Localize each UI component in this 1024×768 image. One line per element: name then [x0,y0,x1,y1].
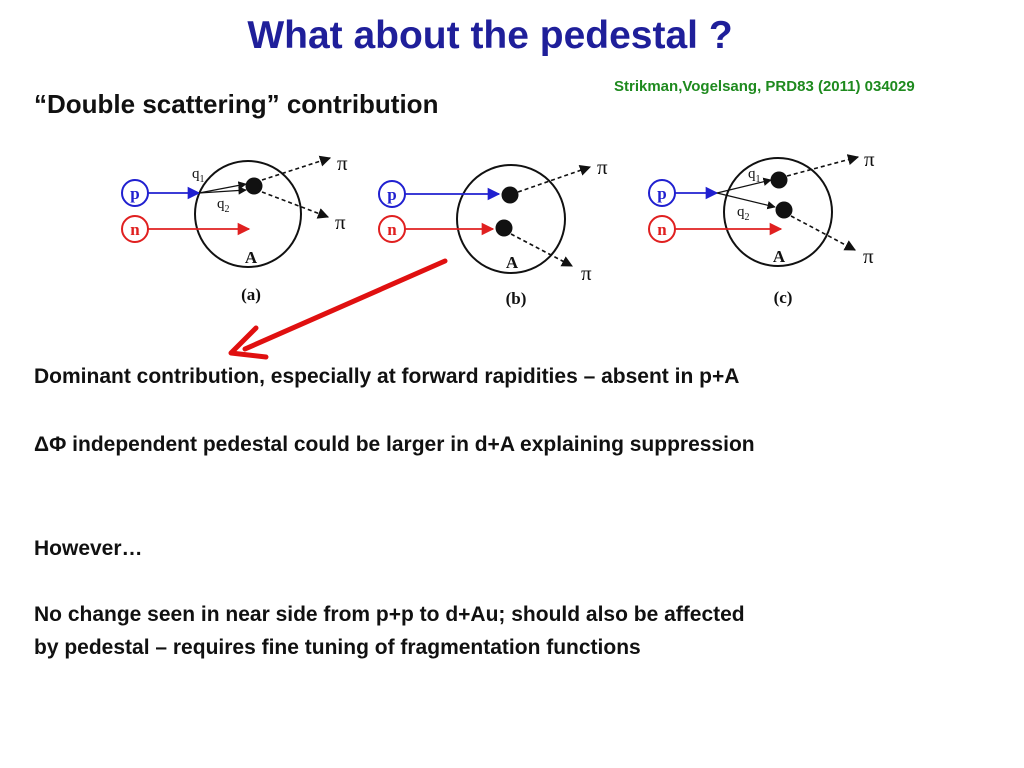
pion-label-down: π [581,261,592,285]
pion-line-down [261,191,330,219]
pointer-arrow-shaft [242,258,448,352]
nucleus-circle [723,157,833,267]
pion-label-up: π [337,151,348,175]
q1-sub: 1 [200,174,205,185]
gluon-q2-line [198,186,247,195]
panel-b: p n π π A (b) [378,155,608,308]
proton-label: p [130,184,139,203]
scattering-center-lower [775,201,793,219]
q2-sub: 2 [745,212,750,223]
slide-title: What about the pedestal ? [247,14,733,57]
gluon-q1-line [716,177,772,194]
body-text-fragmentation: by pedestal – requires fine tuning of fr… [34,636,641,659]
q1-label: q1 [192,166,205,185]
scattering-center-lower [495,219,513,237]
pointer-arrow-head [228,325,269,360]
q1-sub: 1 [756,174,761,185]
pointer-arrow [228,258,448,360]
q2-base: q [217,196,225,212]
pion-line-down [790,215,856,251]
q2-base: q [737,204,745,220]
body-text-pedestal-suppression: ΔΦ independent pedestal could be larger … [34,433,755,456]
nucleus-circle [194,160,302,268]
q2-label: q2 [737,204,750,223]
pion-label-down: π [863,244,874,268]
pion-line-up [261,155,332,181]
neutron-label: n [657,220,667,239]
proton-label: p [387,185,396,204]
pion-line-up [517,165,592,193]
nucleus-label: A [773,247,786,266]
scattering-center-upper [501,186,519,204]
body-text-however: However… [34,537,143,560]
gluon-q1-line [198,181,247,194]
nucleus-label: A [506,253,519,272]
reference-citation: Strikman,Vogelsang, PRD83 (2011) 034029 [614,78,915,95]
panel-caption: (b) [506,289,527,308]
neutron-label: n [130,220,140,239]
q2-label: q2 [217,196,230,215]
panel-a: p n q1 q2 π π A (a) [121,151,348,304]
pion-label-up: π [864,147,875,171]
panel-caption: (c) [774,288,793,307]
nucleus-label: A [245,248,258,267]
panel-caption: (a) [241,285,261,304]
q1-base: q [192,166,200,182]
scattering-center-upper [770,171,788,189]
nucleus-circle [456,164,566,274]
body-text-near-side: No change seen in near side from p+p to … [34,603,745,626]
slide-subtitle: “Double scattering” contribution [34,89,439,119]
pion-label-down: π [335,210,346,234]
pion-label-up: π [597,155,608,179]
pion-line-down [510,233,573,267]
neutron-label: n [387,220,397,239]
body-text-dominant-contribution: Dominant contribution, especially at for… [34,365,740,388]
pion-line-up [786,154,860,177]
scattering-center [245,177,263,195]
q1-base: q [748,166,756,182]
panel-c: p n q1 q2 π π A (c) [648,147,875,307]
gluon-q2-line [716,192,776,210]
q2-sub: 2 [225,204,230,215]
proton-label: p [657,184,666,203]
q1-label: q1 [748,166,761,185]
